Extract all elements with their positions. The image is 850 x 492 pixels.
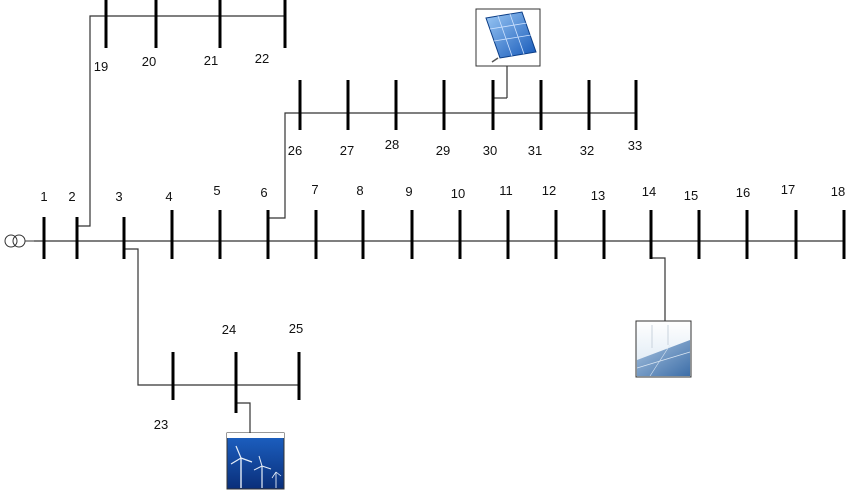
- bus-11-label: 11: [499, 183, 513, 198]
- bus-19-label: 19: [94, 59, 108, 74]
- transformer-icon: [4, 234, 34, 248]
- bus-6-label: 6: [260, 185, 267, 200]
- lateral-19-22-line: [77, 15, 285, 227]
- bus-22-label: 22: [255, 51, 269, 66]
- bus-26-label: 26: [288, 143, 302, 158]
- bus-33-label: 33: [628, 138, 642, 153]
- bus-9-label: 9: [405, 184, 412, 199]
- bus-10-label: 10: [451, 186, 465, 201]
- bus-30-label: 30: [483, 143, 497, 158]
- bus-15-label: 15: [684, 188, 698, 203]
- bus-5-label: 5: [213, 183, 220, 198]
- bus-31-label: 31: [528, 143, 542, 158]
- bus-7-label: 7: [311, 182, 318, 197]
- bus-28-label: 28: [385, 137, 399, 152]
- bus-20-label: 20: [142, 54, 156, 69]
- bus-3-label: 3: [115, 189, 122, 204]
- bus-1-label: 1: [40, 189, 47, 204]
- bus-18-label: 18: [831, 184, 845, 199]
- solar-panel-icon: [475, 8, 541, 99]
- bus-29-label: 29: [436, 143, 450, 158]
- solar-farm-icon: [635, 257, 692, 378]
- bus-8-label: 8: [356, 183, 363, 198]
- bus-21-label: 21: [204, 53, 218, 68]
- bus-17-label: 17: [781, 182, 795, 197]
- lateral-26-33-line: [268, 112, 636, 219]
- bus-23-label: 23: [154, 417, 168, 432]
- bus-13-label: 13: [591, 188, 605, 203]
- bus-24-label: 24: [222, 322, 236, 337]
- wind-turbine-icon: [226, 402, 285, 490]
- bus-4-label: 4: [165, 189, 172, 204]
- bus-2-label: 2: [68, 189, 75, 204]
- bus-32-label: 32: [580, 143, 594, 158]
- lateral-23-25-line: [125, 248, 299, 386]
- bus-14-label: 14: [642, 184, 656, 199]
- bus-27-label: 27: [340, 143, 354, 158]
- bus-16-label: 16: [736, 185, 750, 200]
- bus-25-label: 25: [289, 321, 303, 336]
- bus-12-label: 12: [542, 183, 556, 198]
